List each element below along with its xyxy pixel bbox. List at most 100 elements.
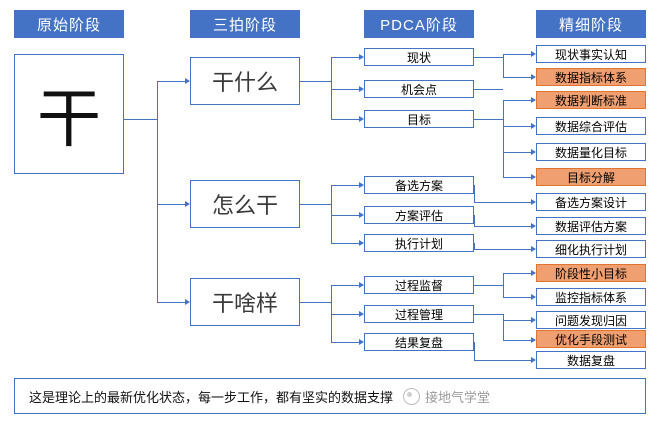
arrow-pdca2-to-detail4 [531,122,536,129]
connector-clap2-to-pdca5 [331,215,359,216]
arrow-clap2-to-pdca6 [359,239,364,246]
pdca-box-5[interactable]: 方案评估 [364,206,474,224]
connector-pdca2-to-detail3 [503,100,531,101]
pdca-box-8[interactable]: 过程管理 [364,305,474,323]
connector-clap2-vertical [331,185,332,243]
connector-pdca1-to-detail1 [503,54,531,55]
origin-box[interactable]: 干 [14,54,124,174]
connector-pdca3-vertical-up [503,119,504,152]
detail-box-8[interactable]: 数据评估方案 [536,217,646,235]
detail-box-3[interactable]: 数据判断标准 [536,91,646,109]
connector-pdca9-vertical [474,342,475,360]
detail-box-4[interactable]: 数据综合评估 [536,117,646,135]
connector-pdca8-vertical [503,314,504,340]
arrow-pdca1-to-detail1 [531,50,536,57]
connector-pdca3-trunk [474,119,503,120]
detail-box-10[interactable]: 阶段性小目标 [536,264,646,282]
connector-pdca7-to-detail11 [503,297,531,298]
connector-pdca8-trunk [474,314,503,315]
arrow-pdca8-to-detail13 [531,336,536,343]
connector-clap1-to-pdca1 [331,57,359,58]
detail-box-7[interactable]: 备选方案设计 [536,193,646,211]
arrow-pdca7-to-detail10 [531,269,536,276]
pdca-box-4[interactable]: 备选方案 [364,176,474,194]
three-clap-box-3[interactable]: 干啥样 [190,278,300,326]
connector-clap3-to-pdca8 [331,314,359,315]
connector-pdca9-to-detail14 [474,360,531,361]
connector-clap2-to-pdca6 [331,243,359,244]
connector-pdca8-to-detail12 [503,320,531,321]
connector-clap1-to-pdca3 [331,119,359,120]
detail-box-5[interactable]: 数据量化目标 [536,143,646,161]
arrow-clap1-to-pdca1 [359,53,364,60]
connector-pdca3-to-detail5 [503,152,531,153]
connector-origin-vertical [157,81,158,302]
column-header-three-clap: 三拍阶段 [190,10,300,38]
column-header-pdca: PDCA阶段 [364,10,474,38]
arrow-pdca1-to-detail2 [531,73,536,80]
connector-pdca7-to-detail10 [503,273,531,274]
connector-pdca4-to-detail7 [474,202,531,203]
watermark-text: 接地气学堂 [425,389,491,405]
arrow-clap1-to-pdca3 [359,115,364,122]
connector-pdca1-to-detail2 [503,77,531,78]
arrow-clap3-to-pdca8 [359,310,364,317]
detail-box-2[interactable]: 数据指标体系 [536,68,646,86]
arrow-clap2-to-pdca4 [359,181,364,188]
arrow-origin-to-clap-1 [185,77,190,84]
three-clap-box-2[interactable]: 怎么干 [190,180,300,228]
caption-text: 这是理论上的最新优化状态，每一步工作，都有坚实的数据支撑 [29,389,394,405]
watermark: 接地气学堂 [403,387,490,406]
connector-pdca5-to-detail8 [474,226,531,227]
arrow-pdca7-to-detail11 [531,293,536,300]
connector-clap2-to-pdca4 [331,185,359,186]
pdca-box-1[interactable]: 现状 [364,48,474,66]
connector-origin-to-clap-1 [157,81,185,82]
connector-clap2-trunk [300,204,331,205]
detail-box-14[interactable]: 数据复盘 [536,351,646,369]
arrow-pdca3-to-detail5 [531,148,536,155]
connector-pdca3-vertical [503,152,504,177]
arrow-origin-to-clap-3 [185,298,190,305]
connector-clap1-vertical [331,57,332,119]
connector-pdca1-vertical [503,54,504,77]
pdca-box-7[interactable]: 过程监督 [364,276,474,294]
arrow-clap1-to-pdca2 [359,85,364,92]
column-header-detail: 精细阶段 [536,10,646,38]
connector-pdca3-to-detail6 [503,177,531,178]
caption-bar: 这是理论上的最新优化状态，每一步工作，都有坚实的数据支撑 接地气学堂 [14,378,646,414]
arrow-pdca2-to-detail3 [531,96,536,103]
arrow-pdca4-to-detail7 [531,198,536,205]
arrow-clap3-to-pdca7 [359,281,364,288]
connector-clap3-trunk [300,302,331,303]
detail-box-13[interactable]: 优化手段测试 [536,330,646,348]
detail-box-9[interactable]: 细化执行计划 [536,240,646,258]
arrow-clap3-to-pdca9 [359,338,364,345]
connector-clap1-to-pdca2 [331,89,359,90]
detail-box-11[interactable]: 监控指标体系 [536,288,646,306]
connector-origin-to-clap-2 [157,204,185,205]
arrow-origin-to-clap-2 [185,200,190,207]
connector-pdca6-vertical [474,243,475,249]
pdca-box-2[interactable]: 机会点 [364,80,474,98]
three-clap-box-1[interactable]: 干什么 [190,57,300,105]
connector-pdca5-vertical [474,215,475,226]
connector-pdca2-to-detail4 [503,126,531,127]
connector-pdca7-vertical [503,273,504,297]
arrow-pdca5-to-detail8 [531,222,536,229]
pdca-box-3[interactable]: 目标 [364,110,474,128]
connector-pdca6-to-detail9 [474,249,531,250]
arrow-pdca3-to-detail6 [531,173,536,180]
detail-box-6[interactable]: 目标分解 [536,168,646,186]
arrow-pdca8-to-detail12 [531,316,536,323]
detail-box-12[interactable]: 问题发现归因 [536,311,646,329]
connector-pdca8-to-detail13 [503,340,531,341]
arrow-pdca6-to-detail9 [531,245,536,252]
connector-pdca4-vertical [474,185,475,202]
detail-box-1[interactable]: 现状事实认知 [536,45,646,63]
pdca-box-6[interactable]: 执行计划 [364,234,474,252]
pdca-box-9[interactable]: 结果复盘 [364,333,474,351]
connector-pdca2-vertical [503,100,504,126]
connector-clap3-to-pdca9 [331,342,359,343]
